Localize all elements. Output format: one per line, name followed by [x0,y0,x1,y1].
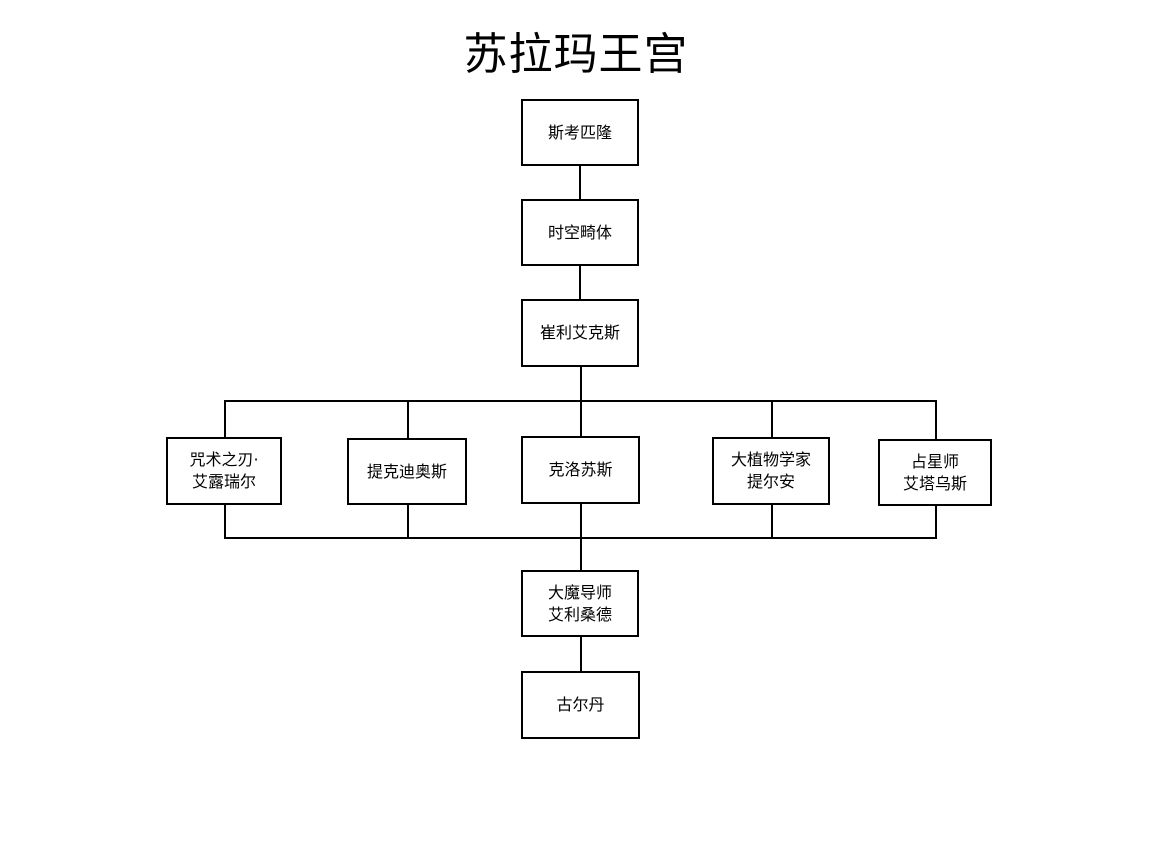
node-label: 斯考匹隆 [547,122,612,142]
node-label: 占星师 艾塔乌斯 [902,451,967,493]
edge-bus-n9-stem [580,537,582,570]
drop-to-n8 [935,400,937,439]
node-spellblade-aluriel[interactable]: 咒术之刃· 艾露瑞尔 [166,437,282,505]
riser-from-n6 [580,504,582,538]
node-label: 提克迪奥斯 [366,461,447,481]
node-krosus[interactable]: 克洛苏斯 [521,436,640,504]
edge-n1-n2 [579,166,581,199]
node-label: 大植物学家 提尔安 [730,450,811,491]
node-grand-magistrix-elisande[interactable]: 大魔导师 艾利桑德 [521,570,639,637]
node-label: 大魔导师 艾利桑德 [547,582,612,624]
node-star-augur-etraeus[interactable]: 占星师 艾塔乌斯 [878,439,992,506]
page-title: 苏拉玛王宫 [463,29,689,80]
drop-to-n5 [407,400,409,438]
edge-n9-n10 [580,637,582,671]
riser-from-n4 [224,505,226,538]
drop-to-n6 [580,400,582,436]
node-label: 崔利艾克斯 [539,323,620,342]
riser-from-n5 [407,505,409,538]
riser-from-n7 [771,505,773,538]
drop-to-n7 [771,400,773,437]
drop-to-n4 [224,400,226,437]
edge-n3-bus-stem [580,367,582,401]
node-skorpyron[interactable]: 斯考匹隆 [521,99,639,166]
node-label: 古尔丹 [556,695,605,714]
edge-n2-n3 [579,266,581,299]
node-high-botanist-telarn[interactable]: 大植物学家 提尔安 [712,437,830,505]
node-label: 时空畸体 [547,222,612,242]
riser-from-n8 [935,506,937,538]
node-label: 克洛苏斯 [548,460,613,479]
node-trilliax[interactable]: 崔利艾克斯 [521,299,639,367]
node-tichondrius[interactable]: 提克迪奥斯 [347,438,467,505]
node-guldan[interactable]: 古尔丹 [521,671,640,739]
node-label: 咒术之刃· 艾露瑞尔 [189,450,259,491]
node-chronomatic-anomaly[interactable]: 时空畸体 [521,199,639,266]
